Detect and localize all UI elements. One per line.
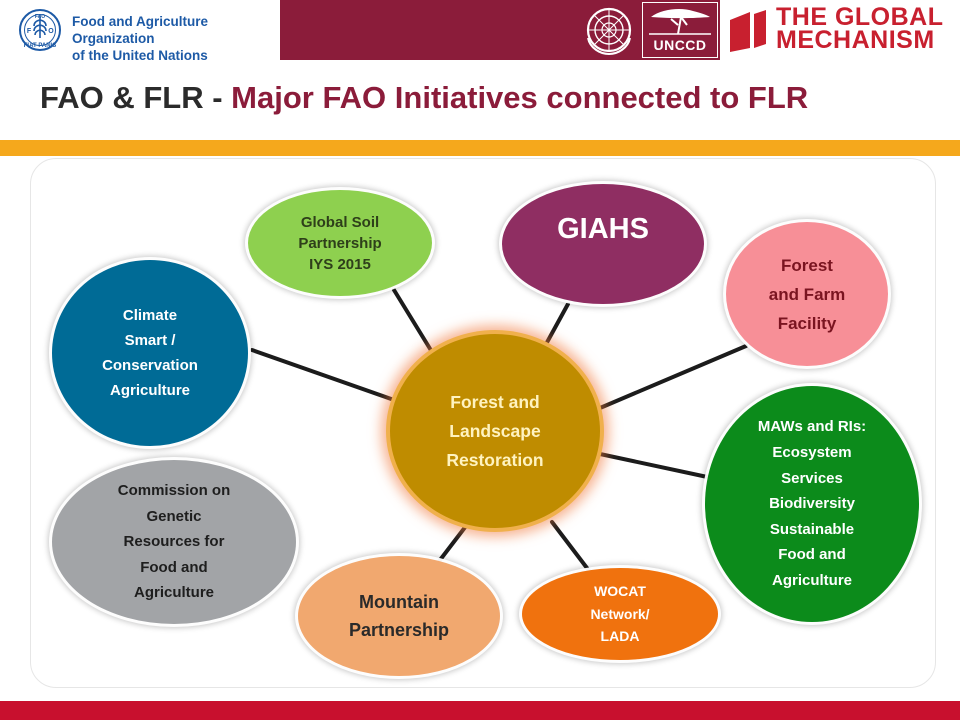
center-node-forest-landscape-restoration[interactable]: Forest and Landscape Restoration bbox=[390, 334, 600, 528]
center-node-label: Forest and Landscape Restoration bbox=[446, 391, 544, 470]
title-prefix: FAO & FLR - bbox=[40, 80, 232, 115]
node-label: Mountain Partnership bbox=[348, 592, 450, 640]
node-global-soil-partnership[interactable]: Global Soil Partnership IYS 2015 bbox=[248, 190, 432, 296]
fao-organization-name: Food and Agriculture Organization of the… bbox=[72, 13, 272, 64]
bottom-red-bar bbox=[0, 701, 960, 720]
acacia-tree-icon bbox=[649, 9, 711, 35]
node-giahs[interactable]: GIAHS bbox=[502, 184, 704, 304]
connector-giahs bbox=[543, 302, 570, 348]
title-main: Major FAO Initiatives connected to FLR bbox=[231, 80, 809, 115]
orange-divider bbox=[0, 140, 960, 156]
page-title: FAO & FLR - Major FAO Initiatives connec… bbox=[40, 80, 808, 116]
un-emblem-icon[interactable] bbox=[582, 4, 636, 56]
gm-line2: MECHANISM bbox=[776, 26, 935, 54]
node-climate-smart-agriculture[interactable]: Climate Smart / Conservation Agriculture bbox=[52, 260, 248, 446]
header-maroon-band bbox=[280, 0, 720, 60]
fao-emblem-icon: FIAT PANIS F O FAO bbox=[19, 9, 61, 51]
fao-name-line2: of the United Nations bbox=[72, 48, 208, 63]
connector-soil bbox=[392, 288, 434, 354]
fao-logo[interactable]: FIAT PANIS F O FAO Food and Agriculture … bbox=[14, 6, 264, 63]
global-mechanism-mark-icon bbox=[730, 10, 766, 52]
connector-mountain bbox=[438, 524, 468, 562]
node-forest-and-farm-facility[interactable]: Forest and Farm Facility bbox=[726, 222, 888, 366]
connector-wocat bbox=[550, 520, 592, 574]
unccd-label: UNCCD bbox=[653, 37, 707, 53]
node-label: Global Soil Partnership IYS 2015 bbox=[298, 213, 382, 273]
unccd-logo[interactable]: UNCCD bbox=[642, 2, 718, 58]
connector-climate bbox=[250, 348, 396, 402]
node-wocat-network-lada[interactable]: WOCAT Network/ LADA bbox=[522, 568, 718, 660]
svg-text:F: F bbox=[27, 28, 32, 35]
connector-maws bbox=[598, 452, 714, 480]
gm-line1: THE GLOBAL bbox=[776, 3, 944, 31]
svg-text:O: O bbox=[48, 28, 54, 35]
node-maws-and-ris[interactable]: MAWs and RIs: Ecosystem Services Biodive… bbox=[705, 386, 919, 622]
node-label: MAWs and RIs: Ecosystem Services Biodive… bbox=[757, 418, 867, 589]
connector-forest-farm bbox=[598, 344, 748, 410]
global-mechanism-logo[interactable]: THE GLOBAL MECHANISM bbox=[726, 4, 956, 58]
node-label: Climate Smart / Conservation Agriculture bbox=[102, 307, 198, 399]
node-commission-genetic-resources[interactable]: Commission on Genetic Resources for Food… bbox=[52, 460, 296, 624]
fao-motto: FIAT PANIS bbox=[24, 43, 56, 49]
node-label: WOCAT Network/ LADA bbox=[590, 583, 650, 645]
node-label: Forest and Farm Facility bbox=[768, 255, 846, 333]
fao-emblem-text: FAO bbox=[35, 14, 45, 20]
node-mountain-partnership[interactable]: Mountain Partnership bbox=[298, 556, 500, 676]
fao-name-line1: Food and Agriculture Organization bbox=[72, 14, 208, 46]
global-mechanism-name: THE GLOBAL MECHANISM bbox=[776, 3, 944, 54]
node-label: GIAHS bbox=[557, 212, 649, 245]
node-label: Commission on Genetic Resources for Food… bbox=[117, 482, 231, 602]
